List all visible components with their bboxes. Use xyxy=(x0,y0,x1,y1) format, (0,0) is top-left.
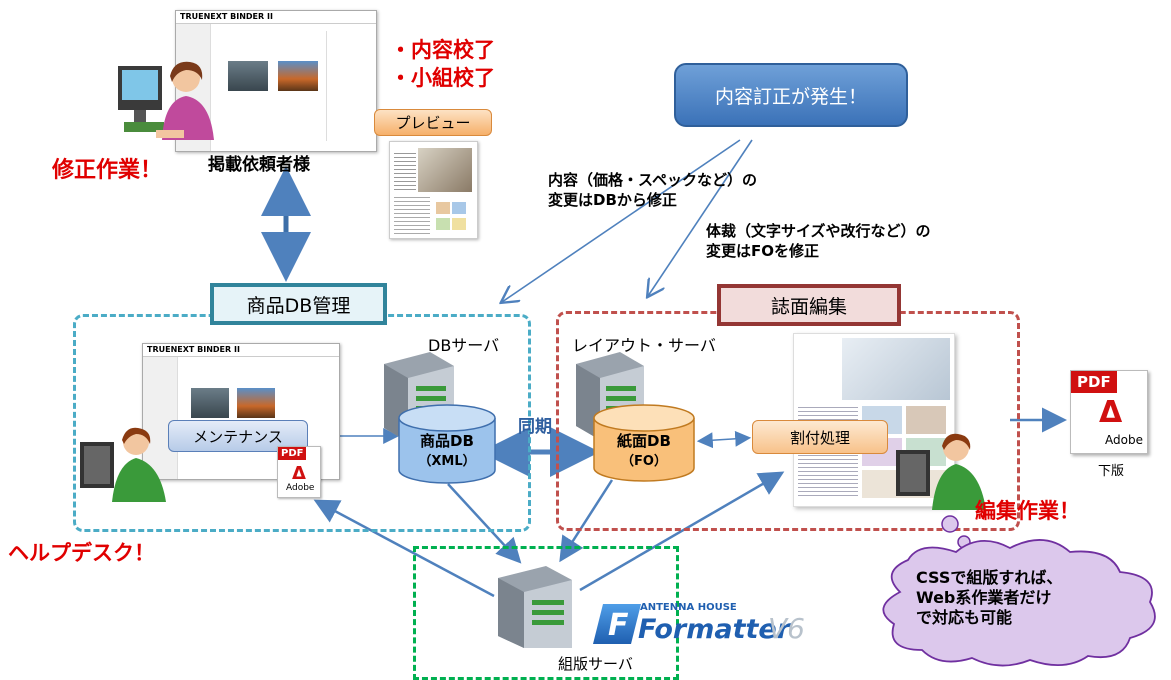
helpdesk-person-icon xyxy=(80,427,166,502)
final-pdf-icon[interactable]: PDF ᐃ Adobe xyxy=(1070,370,1148,454)
helpdesk-label: ヘルプデスク！ xyxy=(8,541,155,565)
app-logo: TRUENEXT BINDER II xyxy=(176,11,376,24)
product-db-title-text: 商品DB管理 xyxy=(246,294,351,317)
thought-line1: CSSで組版すれば、 xyxy=(916,568,1063,587)
fo-change-note-line1: 体裁（文字サイズや改行など）の xyxy=(706,222,931,240)
check-item-content: ・内容校了 xyxy=(390,38,495,62)
check-list: ・内容校了 ・小組校了 xyxy=(390,36,495,92)
layout-server-label: レイアウト・サーバ xyxy=(572,336,716,355)
paper-db-name: 紙面DB xyxy=(617,432,671,450)
magazine-title-text: 誌面編集 xyxy=(770,295,847,318)
preview-label: プレビュー xyxy=(395,114,471,132)
fo-change-note: 体裁（文字サイズや改行など）の 変更はFOを修正 xyxy=(706,221,931,261)
arrow-paperdb-typeset xyxy=(559,479,614,563)
product-db-title: 商品DB管理 xyxy=(210,283,387,325)
sync-label: 同期 xyxy=(518,417,552,437)
assignment-label: 割付処理 xyxy=(789,428,850,447)
check-item-layout: ・小組校了 xyxy=(390,66,495,90)
formatter-brand: ANTENNA HOUSE xyxy=(640,602,737,613)
formatter-logo: F ANTENNA HOUSE Formatter V6 xyxy=(593,600,818,650)
editor-person-icon xyxy=(896,433,986,510)
arrow-paper-assign xyxy=(696,430,752,449)
paper-db-cylinder: 紙面DB （FO） xyxy=(592,404,696,482)
typeset-server-label: 組版サーバ xyxy=(558,655,633,673)
maintenance-label: メンテナンス xyxy=(193,427,283,446)
db-change-note-line2: 変更はDBから修正 xyxy=(548,191,677,209)
thought-bubble-text: CSSで組版すれば、 Web系作業者だけ で対応も可能 xyxy=(916,568,1062,628)
paper-db-format: （FO） xyxy=(621,454,667,469)
product-db-format: （XML） xyxy=(418,454,476,469)
correction-event-label: 内容訂正が発生！ xyxy=(714,85,867,108)
formatter-version: V6 xyxy=(768,612,805,645)
requester-label: 掲載依頼者様 xyxy=(208,155,310,175)
typeset-server-icon xyxy=(498,566,572,648)
final-pdf-top: PDF xyxy=(1071,371,1117,393)
pdf-icon-helpdesk[interactable]: PDF ᐃ Adobe xyxy=(277,446,321,498)
requester-person-icon xyxy=(118,61,214,140)
pdf-icon-helpdesk-bottom: Adobe xyxy=(286,483,315,493)
thought-bubble-shape xyxy=(882,515,1156,667)
final-output-label: 下版 xyxy=(1098,464,1125,479)
pdf-icon-helpdesk-top: PDF xyxy=(278,447,306,460)
preview-button[interactable]: プレビュー xyxy=(374,109,492,136)
product-db-name: 商品DB xyxy=(420,432,474,450)
db-change-note: 内容（価格・スペックなど）の 変更はDBから修正 xyxy=(548,170,757,210)
db-server-label: DBサーバ xyxy=(428,336,500,355)
arrow-event-to-db xyxy=(502,139,741,302)
fix-work-label: 修正作業！ xyxy=(52,158,163,183)
thought-line2: Web系作業者だけ xyxy=(916,588,1052,607)
product-db-cylinder: 商品DB （XML） xyxy=(397,404,497,484)
db-change-note-line1: 内容（価格・スペックなど）の xyxy=(548,171,757,189)
arrow-typeset-pdf xyxy=(313,499,495,598)
assignment-button[interactable]: 割付処理 xyxy=(752,420,888,454)
app-logo-2: TRUENEXT BINDER II xyxy=(143,344,339,357)
preview-document xyxy=(389,141,478,239)
arrow-event-to-layout xyxy=(648,139,753,296)
thought-line3: で対応も可能 xyxy=(916,608,1013,627)
edit-work-label: 編集作業！ xyxy=(975,499,1080,523)
magazine-title: 誌面編集 xyxy=(717,284,901,326)
fo-change-note-line2: 変更はFOを修正 xyxy=(706,242,819,260)
formatter-name: Formatter xyxy=(638,614,791,645)
correction-event-box: 内容訂正が発生！ xyxy=(674,63,908,127)
final-pdf-bottom: Adobe xyxy=(1105,433,1143,447)
arrow-typeset-assign xyxy=(579,471,785,592)
